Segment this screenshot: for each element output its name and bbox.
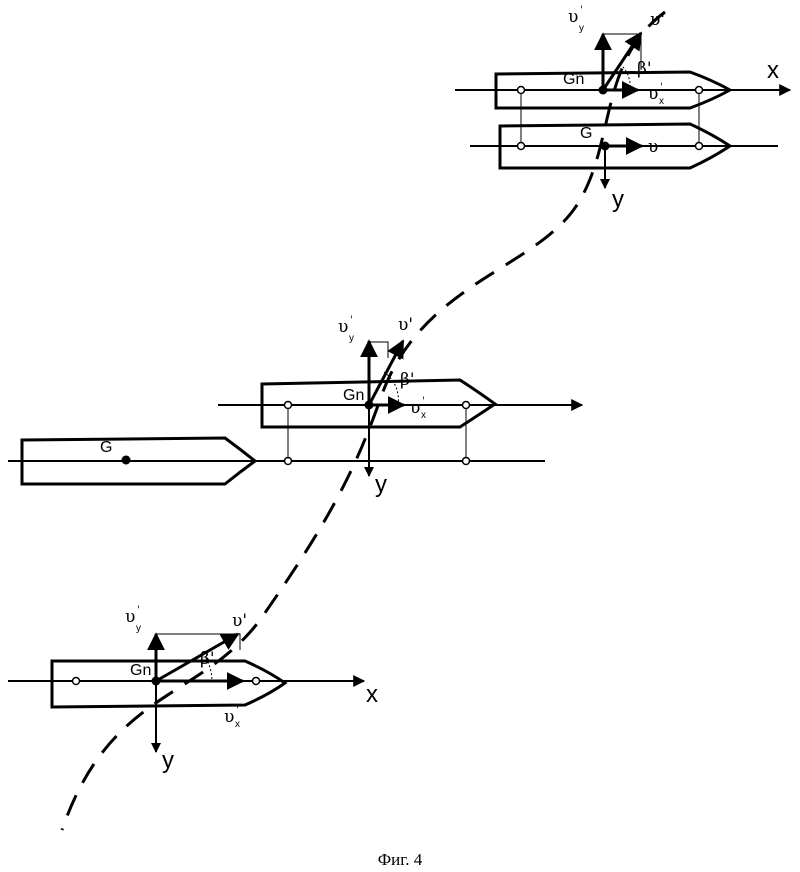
y-axis-label-middle: y bbox=[375, 471, 387, 498]
v-label-g-top: υ bbox=[648, 137, 658, 157]
vy-label-top: υ bbox=[568, 7, 578, 27]
vy-prime-top: ' bbox=[580, 5, 583, 16]
point-marker bbox=[251, 676, 261, 686]
vy-label-bottom: υ bbox=[125, 607, 135, 627]
beta-label-top: β' bbox=[637, 59, 652, 79]
figure-caption: Фиг. 4 bbox=[378, 850, 423, 869]
v-prime-label-bottom: υ' bbox=[232, 611, 247, 631]
g-label-middle: G bbox=[100, 439, 112, 456]
trajectory-dashed-curve bbox=[60, 10, 666, 831]
g-label-top: G bbox=[580, 125, 592, 142]
vx-label-top: υ bbox=[648, 84, 658, 104]
vy-label-middle: υ bbox=[338, 317, 348, 337]
vx-label-bottom: υ bbox=[224, 707, 234, 727]
middle-ship-group: y Gn G υ' υ ' y υ ' x β' bbox=[8, 315, 584, 498]
gn-label-bottom: Gn bbox=[130, 662, 151, 679]
vx-sub-middle: x bbox=[421, 410, 426, 421]
point-marker bbox=[283, 400, 293, 410]
bottom-ship-group: x y Gn υ' υ ' y υ ' x β' bbox=[8, 605, 378, 774]
vy-sub-middle: y bbox=[349, 333, 354, 344]
v-arrow-middle bbox=[367, 339, 405, 406]
ship-hull-gn-bottom bbox=[50, 659, 288, 709]
vy-prime-middle: ' bbox=[350, 315, 353, 326]
point-marker bbox=[283, 456, 293, 466]
vx-prime-bottom: ' bbox=[236, 705, 239, 716]
vy-prime-bottom: ' bbox=[137, 605, 140, 616]
point-marker bbox=[461, 400, 471, 410]
vy-sub-top: y bbox=[579, 23, 584, 34]
y-axis-label-top: y bbox=[612, 186, 624, 213]
vx-prime-top: ' bbox=[660, 82, 663, 93]
v-prime-label-middle: υ' bbox=[398, 315, 413, 335]
vx-prime-middle: ' bbox=[422, 396, 425, 407]
gn-label-top: Gn bbox=[563, 71, 584, 88]
beta-label-middle: β' bbox=[400, 370, 415, 390]
beta-label-bottom: β' bbox=[200, 649, 215, 669]
vx-sub-top: x bbox=[659, 96, 664, 107]
v-arrow-bottom bbox=[155, 632, 240, 683]
top-ship-group: x y Gn G υ υ' υ ' y υ ' x β' bbox=[455, 5, 792, 213]
point-marker bbox=[516, 85, 526, 95]
point-marker bbox=[694, 85, 704, 95]
vy-sub-bottom: y bbox=[136, 623, 141, 634]
v-prime-label-top: υ' bbox=[650, 10, 665, 30]
point-marker bbox=[71, 676, 81, 686]
x-axis-label-top: x bbox=[767, 57, 779, 84]
point-marker bbox=[516, 141, 526, 151]
center-g-middle bbox=[121, 455, 131, 465]
point-marker bbox=[461, 456, 471, 466]
v-arrow-top bbox=[601, 31, 643, 91]
point-marker bbox=[694, 141, 704, 151]
gn-label-middle: Gn bbox=[343, 387, 364, 404]
vx-sub-bottom: x bbox=[235, 719, 240, 730]
x-axis-label-bottom: x bbox=[366, 681, 378, 708]
vx-label-middle: υ bbox=[410, 398, 420, 418]
y-axis-label-bottom: y bbox=[162, 747, 174, 774]
